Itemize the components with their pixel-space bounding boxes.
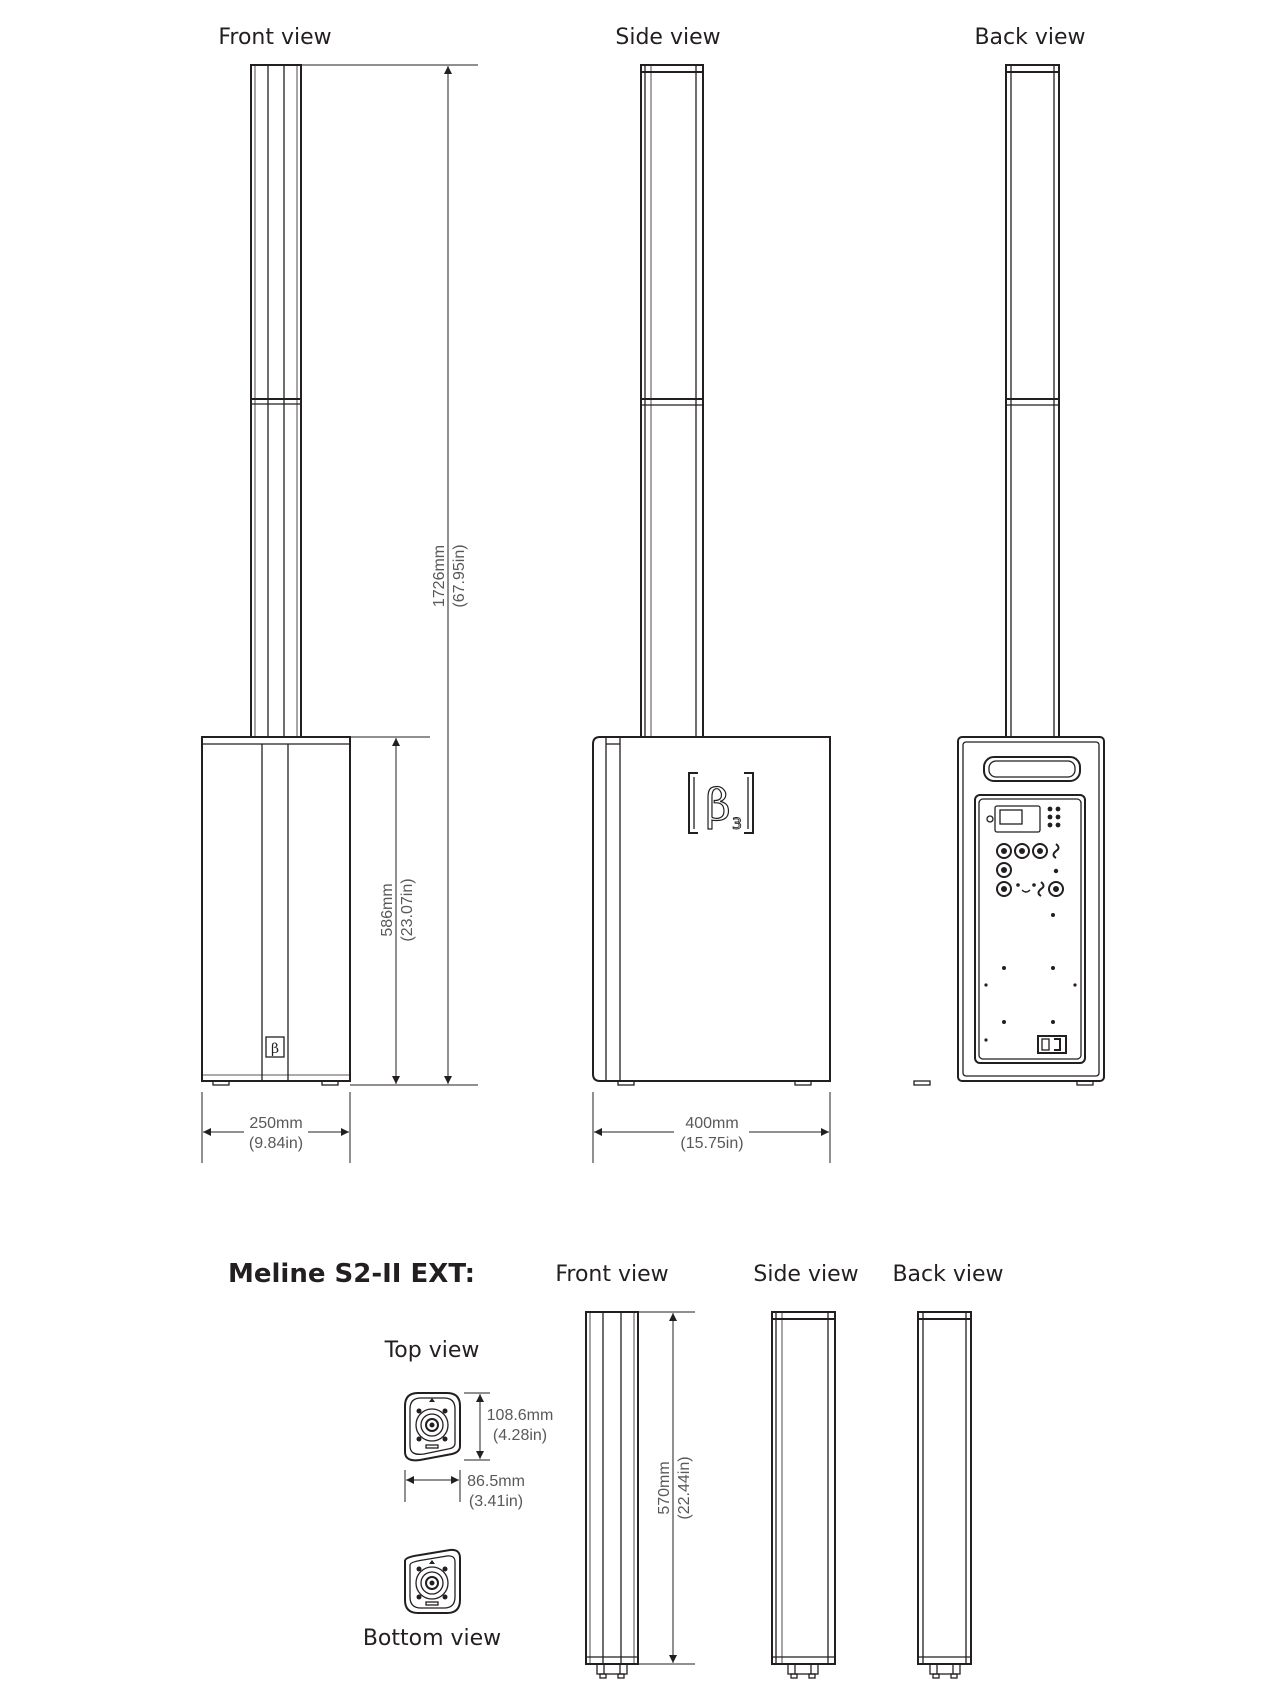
ext-side-column bbox=[771, 1311, 836, 1679]
side-view: β 3 400mm (15.75in) bbox=[592, 64, 831, 1163]
side-logo: β 3 bbox=[688, 772, 754, 834]
total-height-mm: 1726mm bbox=[431, 545, 448, 607]
back-display bbox=[994, 805, 1041, 833]
side-subwoofer bbox=[592, 736, 831, 1086]
ext-side-view-label: Side view bbox=[753, 1262, 858, 1287]
front-view: β 1726mm (67.95in) 586mm (23.07in) 250mm… bbox=[201, 64, 478, 1163]
top-width-mm: 86.5mm bbox=[467, 1473, 525, 1490]
ext-height-in: (22.44in) bbox=[676, 1456, 693, 1519]
top-width-in: (3.41in) bbox=[469, 1493, 523, 1510]
top-depth-mm: 108.6mm bbox=[487, 1407, 554, 1424]
front-view-label: Front view bbox=[218, 25, 331, 50]
back-view-label: Back view bbox=[974, 25, 1085, 50]
sub-width-in: (9.84in) bbox=[249, 1135, 303, 1152]
bottom-view-label: Bottom view bbox=[363, 1626, 501, 1651]
front-column bbox=[250, 64, 302, 738]
back-screws bbox=[984, 913, 1077, 1042]
back-subwoofer bbox=[913, 736, 1105, 1086]
front-dimensions: 1726mm (67.95in) 586mm (23.07in) 250mm (… bbox=[201, 64, 478, 1163]
back-column bbox=[1005, 64, 1060, 738]
side-logo-beta: β bbox=[705, 780, 730, 831]
front-subwoofer: β bbox=[201, 736, 351, 1086]
front-logo-small: β bbox=[271, 1041, 279, 1057]
ext-section-title: Meline S2-II EXT: bbox=[228, 1259, 475, 1289]
sub-depth-mm: 400mm bbox=[685, 1115, 738, 1132]
sub-height-mm: 586mm bbox=[379, 883, 396, 936]
side-view-label: Side view bbox=[615, 25, 720, 50]
ext-bottom-view bbox=[404, 1548, 461, 1614]
back-input-row-2 bbox=[996, 862, 1059, 878]
ext-back-view-label: Back view bbox=[892, 1262, 1003, 1287]
side-logo-subscript: 3 bbox=[732, 814, 742, 833]
ext-front-dimensions: 570mm (22.44in) bbox=[638, 1311, 695, 1665]
sub-height-in: (23.07in) bbox=[399, 878, 416, 941]
sub-width-mm: 250mm bbox=[249, 1115, 302, 1132]
ext-top-dimensions: 108.6mm (4.28in) 86.5mm (3.41in) bbox=[404, 1392, 554, 1510]
side-dimensions: 400mm (15.75in) bbox=[592, 1092, 831, 1163]
sub-depth-in: (15.75in) bbox=[680, 1135, 743, 1152]
side-column bbox=[640, 64, 704, 738]
ext-height-mm: 570mm bbox=[656, 1461, 673, 1514]
ext-front-view-label: Front view bbox=[555, 1262, 668, 1287]
back-input-row-3 bbox=[996, 881, 1064, 897]
back-control-panel bbox=[974, 794, 1086, 1064]
back-input-row-1 bbox=[996, 843, 1060, 859]
total-height-in: (67.95in) bbox=[451, 544, 468, 607]
top-depth-in: (4.28in) bbox=[493, 1427, 547, 1444]
ext-back-column bbox=[917, 1311, 972, 1679]
back-view bbox=[913, 64, 1105, 1086]
back-handle bbox=[983, 756, 1081, 782]
ext-front-column bbox=[585, 1311, 639, 1679]
top-view-label: Top view bbox=[384, 1338, 480, 1363]
ext-top-view bbox=[404, 1392, 461, 1462]
back-logo bbox=[1037, 1035, 1067, 1054]
